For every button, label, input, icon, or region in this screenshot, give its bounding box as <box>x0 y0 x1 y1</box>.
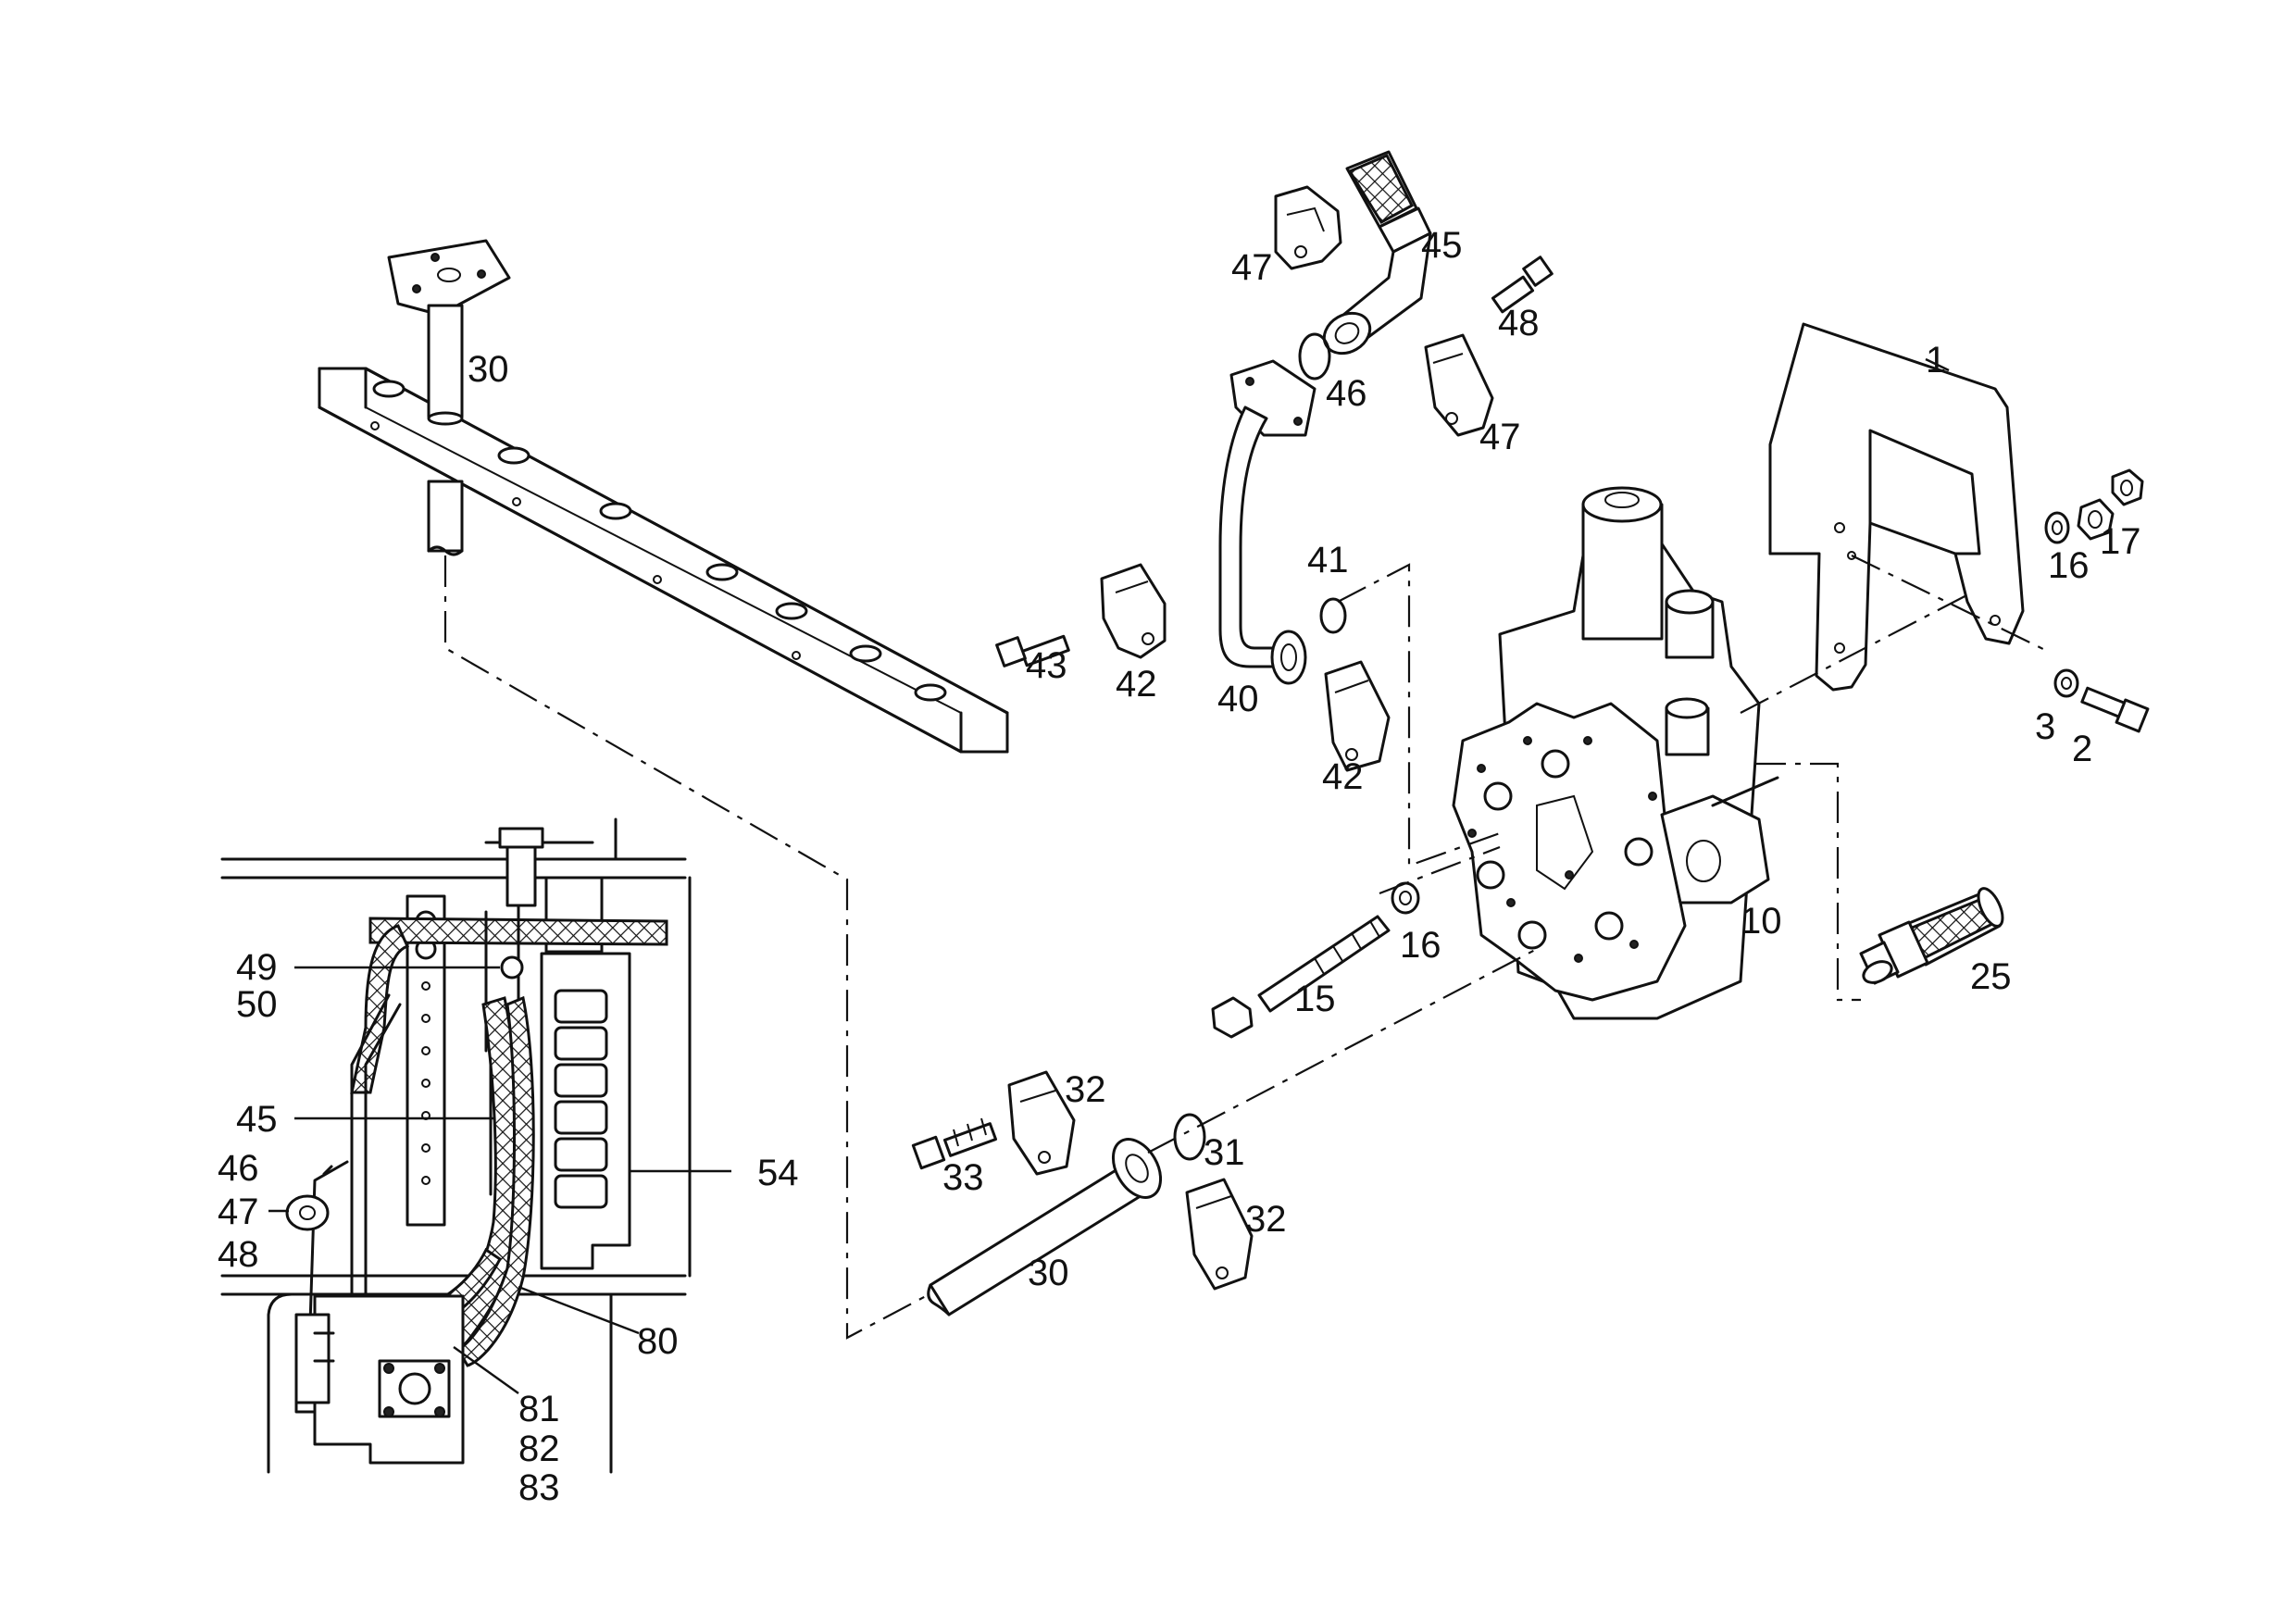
bolt-15 <box>1211 915 1391 1039</box>
callout-1: 1 <box>1926 340 1946 381</box>
callout-25: 25 <box>1970 956 2012 997</box>
inset-callout-50: 50 <box>236 984 278 1025</box>
coupler-25 <box>1859 887 2004 985</box>
oring-31 <box>1173 1113 1206 1161</box>
inset-callout-82: 82 <box>518 1429 560 1469</box>
clamp-32-lower <box>1185 1178 1254 1291</box>
callout-10: 10 <box>1741 901 1782 942</box>
callout-16-left: 16 <box>1400 925 1441 966</box>
control-valve-10 <box>1452 486 1779 1020</box>
callout-40: 40 <box>1217 679 1259 719</box>
callout-30-bottom: 30 <box>1028 1253 1069 1293</box>
clamp-42-right <box>1324 660 1391 772</box>
oring-41 <box>1319 597 1347 634</box>
nut-17 <box>2077 468 2144 541</box>
callout-3: 3 <box>2035 706 2055 747</box>
clamp-42-left <box>1100 563 1167 659</box>
clamp-47-lower <box>1424 333 1494 437</box>
inset-detail-view <box>220 817 731 1474</box>
inset-callout-48: 48 <box>218 1234 259 1275</box>
inset-callout-81: 81 <box>518 1389 560 1429</box>
pipe-30-lower <box>927 1138 1163 1316</box>
pipe-40 <box>1218 359 1316 685</box>
flange-pipe-30 <box>387 239 511 556</box>
inset-callout-49: 49 <box>236 947 278 988</box>
manifold-rail <box>318 367 1009 754</box>
callout-42-left: 42 <box>1116 664 1157 705</box>
callout-30-top: 30 <box>468 349 509 390</box>
inset-callouts: 49 50 45 46 47 48 54 80 81 82 83 <box>218 947 799 1508</box>
bolt-43 <box>995 634 1070 668</box>
callout-42-right: 42 <box>1322 756 1364 797</box>
inset-callout-83: 83 <box>518 1467 560 1508</box>
callout-33: 33 <box>942 1157 984 1198</box>
callout-46: 46 <box>1326 373 1367 414</box>
callout-48: 48 <box>1498 303 1540 343</box>
bracket-1 <box>1768 322 2025 692</box>
inset-callout-54: 54 <box>757 1153 799 1193</box>
oring-46 <box>1298 332 1331 381</box>
inset-callout-47: 47 <box>218 1192 259 1232</box>
callout-41: 41 <box>1307 540 1349 580</box>
callout-31: 31 <box>1204 1132 1245 1173</box>
callout-15: 15 <box>1294 979 1336 1019</box>
inset-callout-80: 80 <box>637 1321 679 1362</box>
washer-16-left <box>1391 881 1420 915</box>
callout-43: 43 <box>1026 645 1067 686</box>
callout-45: 45 <box>1421 225 1463 266</box>
clamp-32-upper <box>1007 1070 1076 1176</box>
bolt-48 <box>1491 256 1554 314</box>
callout-17: 17 <box>2100 521 2141 562</box>
main-leaders <box>1925 357 1950 372</box>
bolt-33 <box>911 1117 998 1170</box>
assembly-centerlines <box>443 555 2052 1340</box>
inset-callout-46: 46 <box>218 1148 259 1189</box>
inset-callout-45: 45 <box>236 1099 278 1140</box>
bolt-2 <box>2080 686 2150 733</box>
callout-32-lower: 32 <box>1245 1199 1287 1240</box>
hose-45 <box>1322 150 1432 356</box>
washer-16-right <box>2044 511 2070 544</box>
callout-32-upper: 32 <box>1065 1069 1106 1110</box>
washer-3 <box>2053 668 2079 698</box>
callout-2: 2 <box>2072 729 2092 769</box>
callout-16-right: 16 <box>2048 545 2090 586</box>
callout-47-lower: 47 <box>1479 417 1521 457</box>
part-callouts: 1 2 3 10 15 16 16 17 25 30 30 31 32 32 3… <box>468 225 2141 1293</box>
clamp-47-upper <box>1274 185 1342 270</box>
callout-47-upper: 47 <box>1231 247 1273 288</box>
